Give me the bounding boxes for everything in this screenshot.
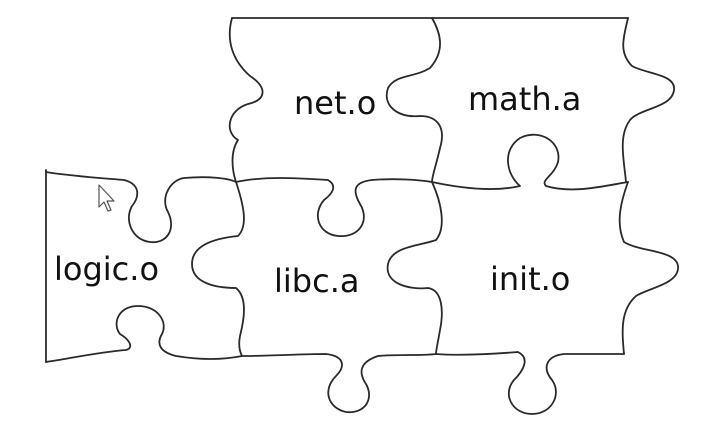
libc-top-edge xyxy=(235,177,433,237)
libc-init-divider xyxy=(386,181,443,355)
piece-label-libc: libc.a xyxy=(274,262,359,300)
logic-libc-divider xyxy=(191,181,245,357)
puzzle-piece-libc xyxy=(191,177,437,413)
puzzle-piece-logic xyxy=(45,169,243,363)
init-right-edge xyxy=(618,181,679,355)
arrow-pointer-icon xyxy=(98,184,115,212)
puzzle-piece-net xyxy=(228,17,629,183)
piece-label-init: init.o xyxy=(490,260,570,298)
libc-bottom-edge xyxy=(241,353,437,413)
piece-label-math: math.a xyxy=(468,80,581,118)
init-bottom-edge xyxy=(435,351,625,415)
puzzle-piece-init xyxy=(386,181,679,415)
puzzle-piece-math xyxy=(431,17,675,191)
math-bottom-edge xyxy=(431,133,629,191)
logic-bottom-edge xyxy=(45,305,243,363)
piece-label-logic: logic.o xyxy=(54,250,159,288)
math-right-edge xyxy=(621,17,675,183)
net-left-edge xyxy=(228,17,264,183)
logic-top-edge xyxy=(45,171,237,243)
piece-label-net: net.o xyxy=(294,84,376,122)
net-math-divider xyxy=(385,17,443,183)
